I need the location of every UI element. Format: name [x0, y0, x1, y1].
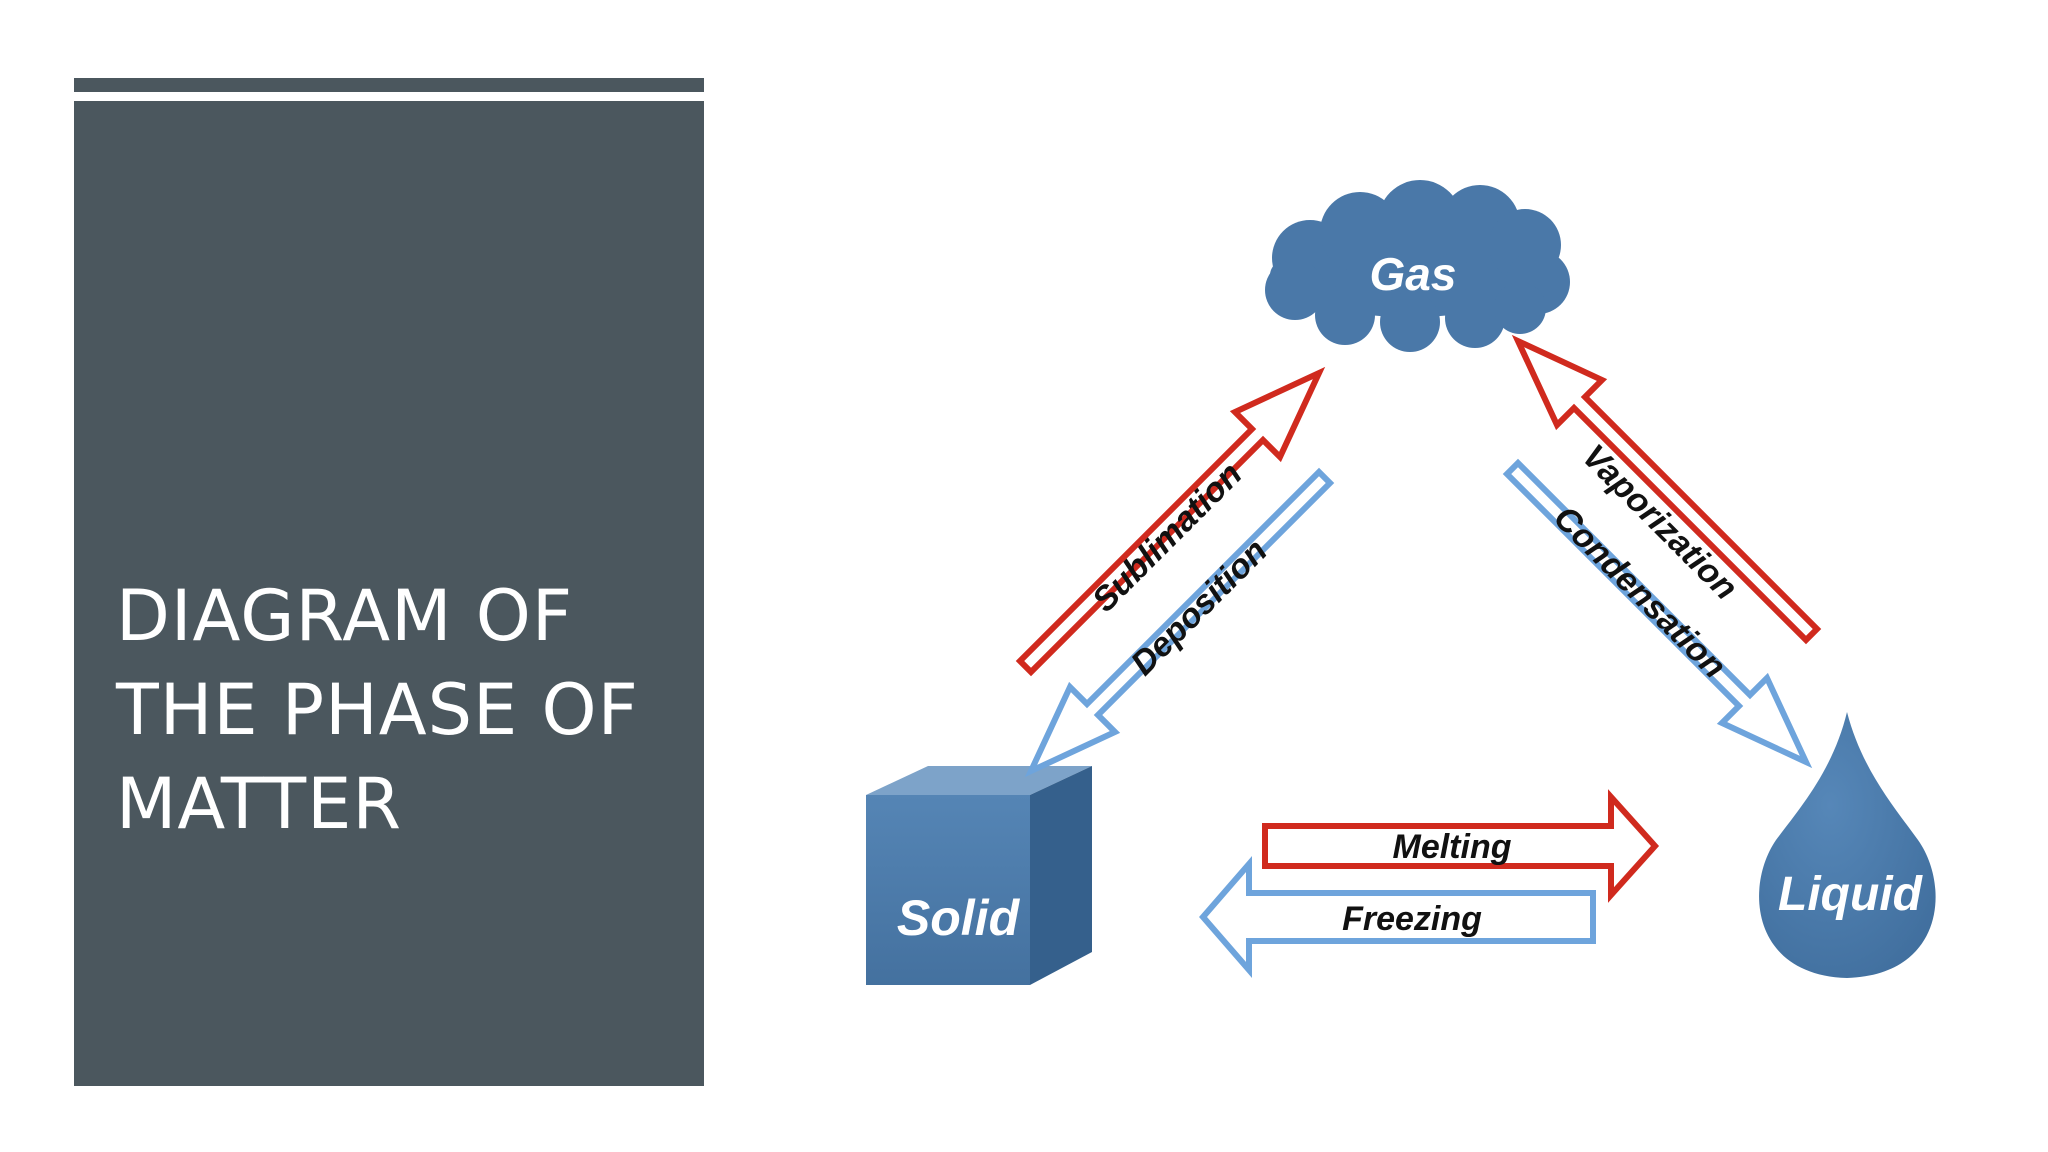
liquid-label: Liquid [1778, 868, 1924, 921]
gas-label: Gas [1370, 248, 1457, 300]
freezing-arrow [1199, 855, 1596, 979]
slide-title-line-2: THE PHASE OF [116, 669, 639, 751]
cube-icon [866, 766, 1092, 985]
sublimation-arrow [1015, 366, 1326, 677]
slide-title-line-1: DIAGRAM OF [116, 575, 574, 657]
solid-label: Solid [897, 890, 1021, 946]
vaporization-label: Vaporization [1575, 437, 1745, 607]
liquid-node: Liquid [1759, 712, 1936, 978]
melting-label: Melting [1393, 828, 1512, 866]
solid-node: Solid [866, 766, 1092, 985]
condensation-arrow [1502, 458, 1813, 769]
melting-arrow [1262, 789, 1660, 903]
freezing-label: Freezing [1342, 900, 1482, 938]
deposition-arrow [1024, 467, 1335, 778]
vaporization-arrow [1511, 334, 1822, 645]
title-accent-rule [74, 78, 704, 92]
cloud-icon [1265, 180, 1570, 352]
slide-title: DIAGRAM OF THE PHASE OF MATTER [116, 569, 676, 851]
slide-title-line-3: MATTER [116, 763, 402, 845]
gas-node: Gas [1265, 180, 1570, 352]
droplet-icon [1759, 712, 1936, 978]
title-panel: DIAGRAM OF THE PHASE OF MATTER [74, 101, 704, 1086]
